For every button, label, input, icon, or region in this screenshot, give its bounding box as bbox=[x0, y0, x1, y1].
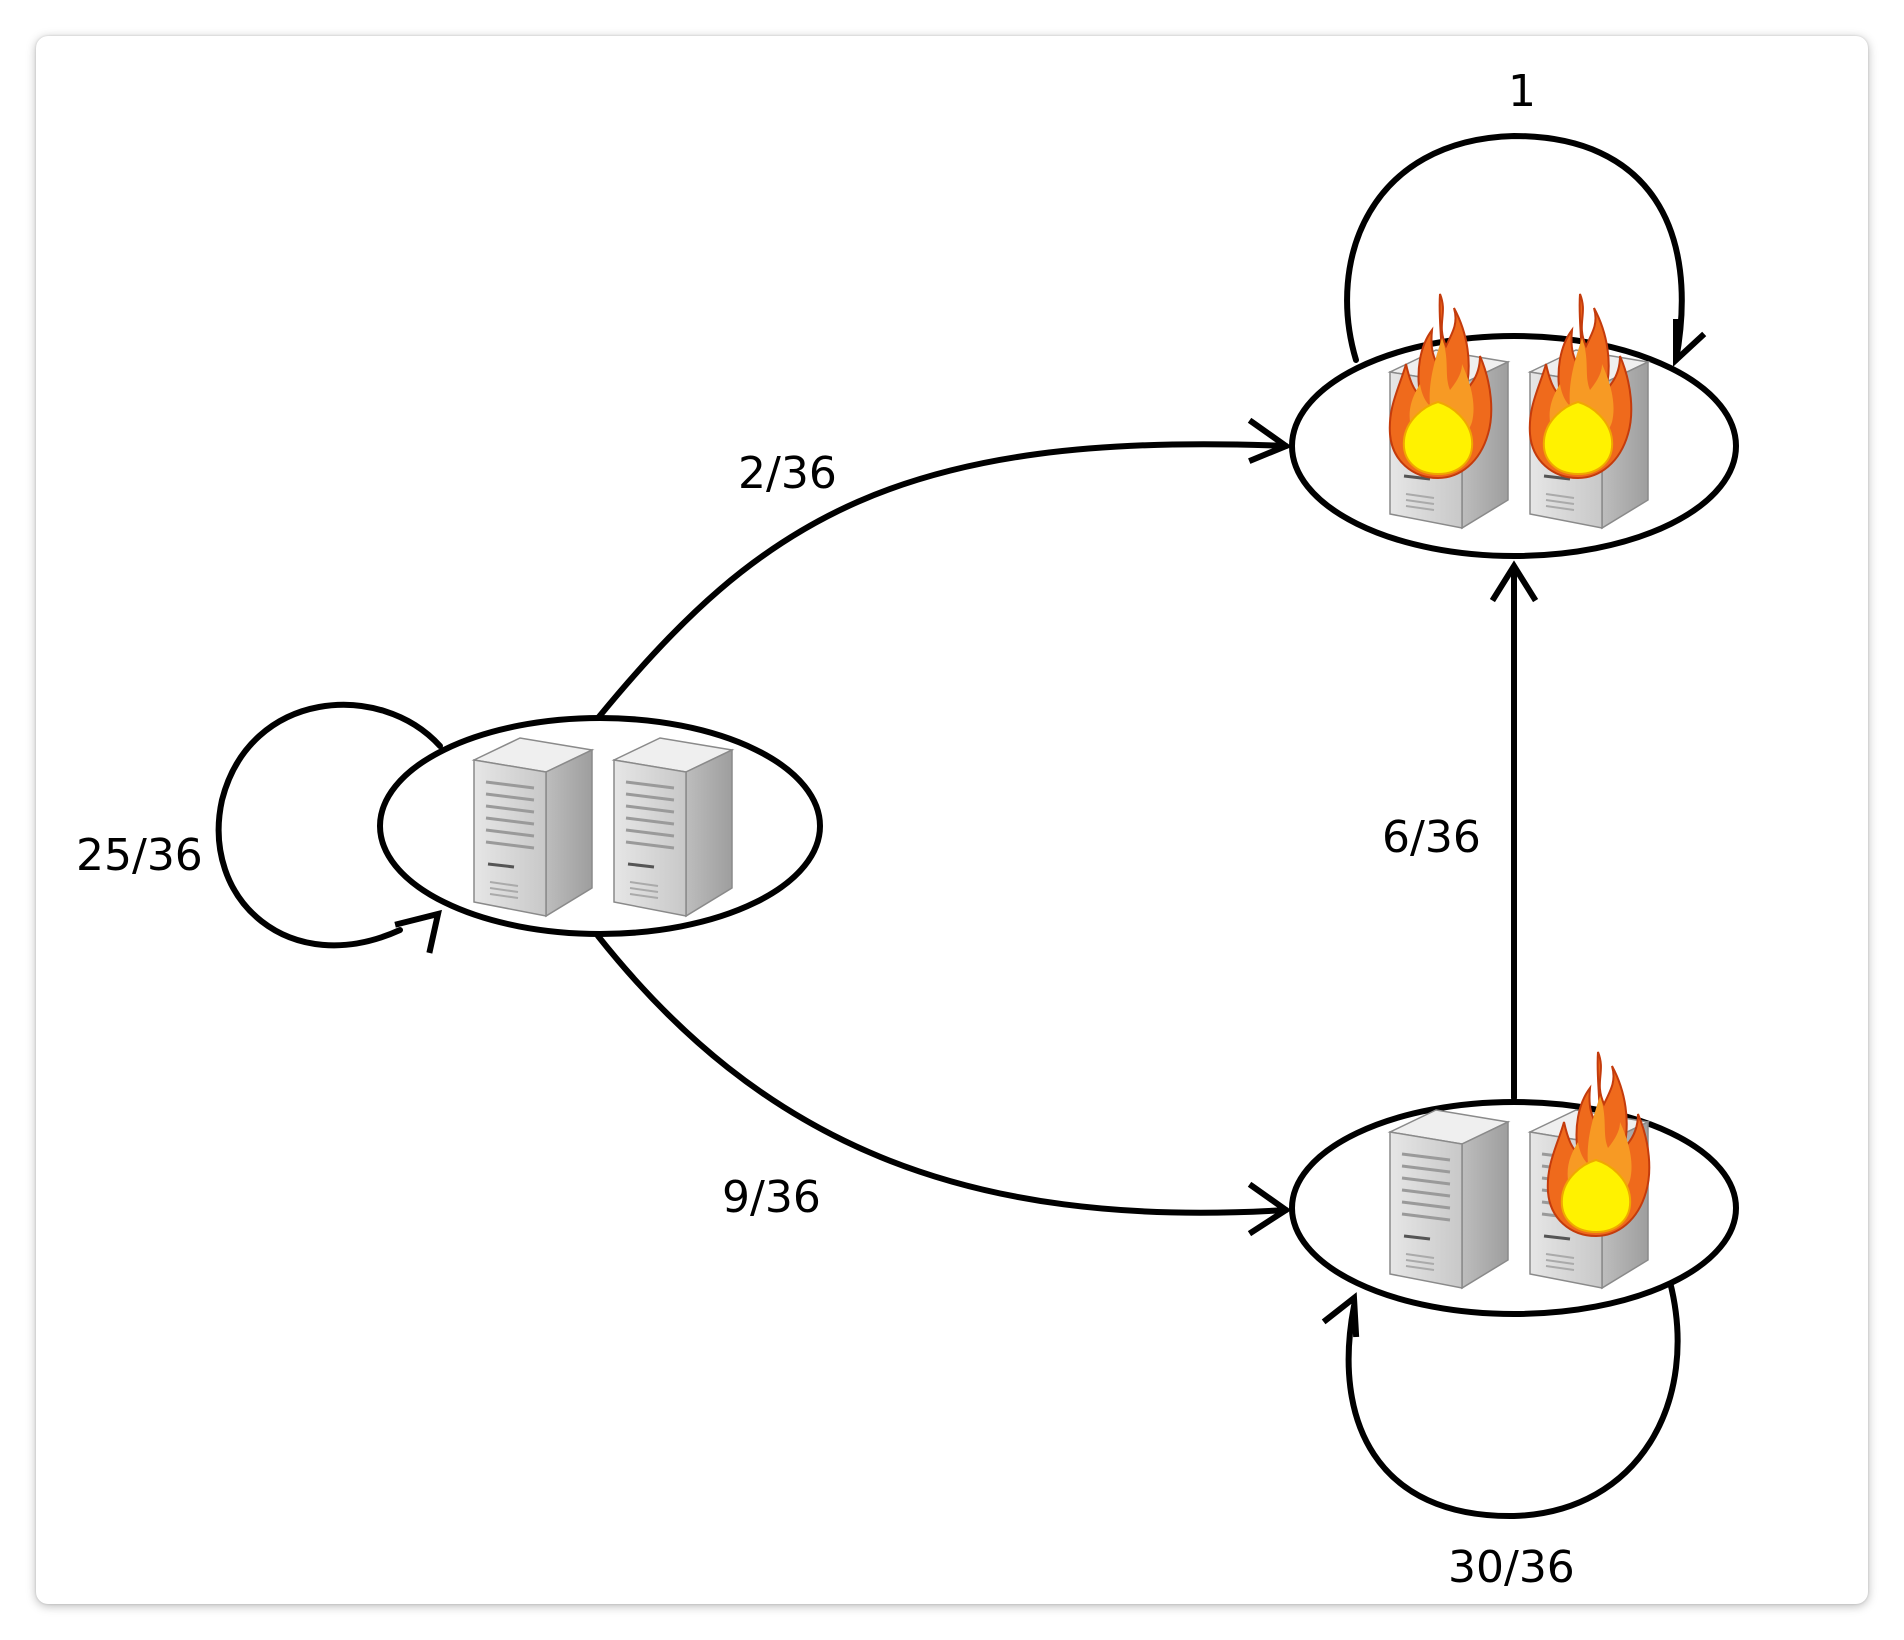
state-ellipse bbox=[377, 715, 823, 937]
edge-both-ok-to-both-burning bbox=[595, 441, 1289, 721]
state-one-burning bbox=[1289, 1051, 1739, 1317]
server-icon bbox=[612, 736, 734, 918]
arrowhead-one-burning-self-loop bbox=[1321, 1292, 1360, 1338]
edge-both-ok-self-loop bbox=[215, 701, 443, 949]
arrowhead-both-ok-self-loop bbox=[394, 909, 442, 954]
server-icon bbox=[472, 736, 594, 918]
transition-edges bbox=[215, 132, 1707, 1520]
edge-one-burning-self-loop bbox=[1345, 1279, 1681, 1520]
label-both-ok-to-one-burning: 9/36 bbox=[722, 1172, 821, 1223]
state-ellipse bbox=[1289, 1099, 1739, 1317]
state-both-burning bbox=[1289, 293, 1739, 559]
arrowhead-both-ok-to-one-burning bbox=[1247, 1181, 1292, 1237]
label-one-burning-to-both-burning: 6/36 bbox=[1382, 812, 1481, 863]
server-icon bbox=[1388, 1108, 1510, 1290]
markov-chain-diagram: 25/36 2/36 9/36 6/36 30/36 1 bbox=[76, 66, 1739, 1593]
fire-icon bbox=[1528, 293, 1633, 479]
fire-icon bbox=[1388, 293, 1493, 479]
label-one-burning-self-loop: 30/36 bbox=[1448, 1542, 1575, 1593]
edge-both-burning-self-loop bbox=[1344, 132, 1685, 363]
state-ellipse bbox=[1289, 333, 1739, 559]
edge-both-ok-to-one-burning bbox=[595, 933, 1289, 1216]
label-both-ok-self-loop: 25/36 bbox=[76, 830, 203, 881]
state-both-ok bbox=[377, 715, 823, 937]
arrowhead-one-burning-to-both-burning bbox=[1489, 560, 1539, 603]
arrowhead-both-burning-self-loop bbox=[1673, 319, 1707, 367]
label-both-ok-to-both-burning: 2/36 bbox=[738, 448, 837, 499]
transition-labels: 25/36 2/36 9/36 6/36 30/36 1 bbox=[76, 66, 1575, 1593]
label-both-burning-self-loop: 1 bbox=[1508, 66, 1536, 117]
diagram-card: 25/36 2/36 9/36 6/36 30/36 1 bbox=[36, 36, 1868, 1604]
arrowhead-both-ok-to-both-burning bbox=[1247, 417, 1293, 464]
fire-icon bbox=[1546, 1051, 1651, 1237]
